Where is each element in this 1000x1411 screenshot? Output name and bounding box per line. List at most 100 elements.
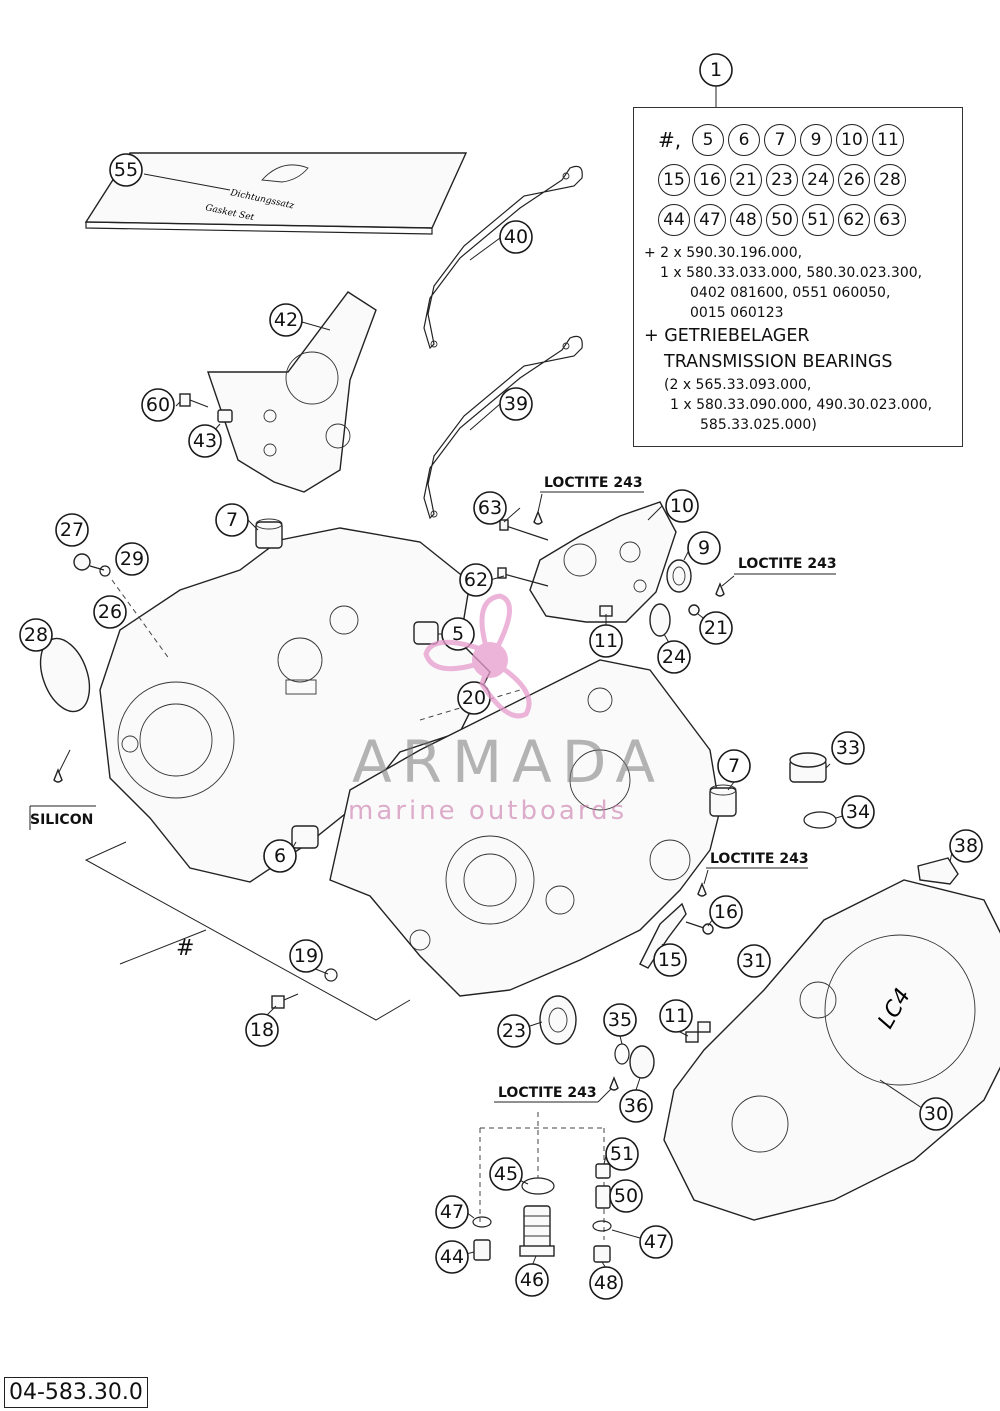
dowel-11-lower bbox=[685, 1021, 711, 1043]
bushing-7-upper bbox=[255, 518, 283, 549]
callout-11-upper: 11 bbox=[589, 624, 623, 658]
svg-text:28: 28 bbox=[24, 624, 48, 646]
kit-callout: 28 bbox=[874, 164, 906, 196]
callout-11-lower: 11 bbox=[659, 999, 693, 1033]
watermark-subtitle: marine outboards bbox=[348, 796, 628, 826]
kit-callout: 6 bbox=[728, 124, 760, 156]
bearing-23 bbox=[539, 995, 577, 1045]
svg-text:40: 40 bbox=[504, 226, 528, 248]
svg-text:20: 20 bbox=[462, 687, 486, 709]
gasket-40 bbox=[423, 165, 583, 350]
callout-31: 31 bbox=[737, 944, 771, 978]
svg-text:6: 6 bbox=[274, 845, 286, 867]
bracket-38 bbox=[917, 857, 959, 885]
svg-text:45: 45 bbox=[494, 1163, 518, 1185]
silicon-label: SILICON bbox=[30, 812, 94, 828]
svg-text:51: 51 bbox=[610, 1143, 634, 1165]
seal-ring-19 bbox=[324, 968, 338, 982]
kit-contents-box: #, 5 6 7 9 10 11 15 16 21 23 24 26 28 44… bbox=[633, 107, 963, 447]
callout-7-lower: 7 bbox=[717, 749, 751, 783]
svg-text:63: 63 bbox=[478, 497, 502, 519]
svg-text:55: 55 bbox=[114, 159, 138, 181]
svg-text:27: 27 bbox=[60, 519, 84, 541]
clutch-cover-30: LC4 bbox=[663, 879, 1000, 1221]
svg-text:36: 36 bbox=[624, 1095, 648, 1117]
kit-callout: 26 bbox=[838, 164, 870, 196]
seal-ring-47-left bbox=[472, 1216, 492, 1228]
sleeve-51 bbox=[595, 1163, 611, 1179]
kit-row-3: 44 47 48 50 51 62 63 bbox=[658, 200, 960, 240]
o-ring-45 bbox=[521, 1177, 555, 1195]
callout-35: 35 bbox=[603, 1003, 637, 1037]
callout-9: 9 bbox=[687, 531, 721, 565]
label-leaders bbox=[29, 491, 836, 1103]
callout-43: 43 bbox=[188, 424, 222, 458]
kit-hash-prefix: #, bbox=[658, 128, 682, 152]
svg-text:39: 39 bbox=[504, 393, 528, 415]
svg-text:24: 24 bbox=[662, 646, 686, 668]
callout-36: 36 bbox=[619, 1089, 653, 1123]
svg-text:35: 35 bbox=[608, 1009, 632, 1031]
svg-text:46: 46 bbox=[520, 1269, 544, 1291]
kit-callout: 62 bbox=[838, 204, 870, 236]
callout-44: 44 bbox=[435, 1240, 469, 1274]
kit-callout: 7 bbox=[764, 124, 796, 156]
callout-29: 29 bbox=[115, 542, 149, 576]
kit-note: 585.33.025.000) bbox=[700, 417, 817, 433]
kit-note: 0015 060123 bbox=[690, 305, 784, 321]
callouts: 55 40 42 39 60 43 27 7 29 26 28 63 10 9 … bbox=[19, 53, 983, 1300]
svg-text:42: 42 bbox=[274, 309, 298, 331]
seal-ring-47-right bbox=[592, 1220, 612, 1232]
svg-text:7: 7 bbox=[728, 755, 740, 777]
callout-45: 45 bbox=[489, 1157, 523, 1191]
kit-note: (2 x 565.33.093.000, bbox=[664, 377, 812, 393]
svg-text:43: 43 bbox=[193, 430, 217, 452]
kit-row-1: #, 5 6 7 9 10 11 bbox=[658, 120, 960, 160]
svg-text:15: 15 bbox=[658, 949, 682, 971]
callout-34: 34 bbox=[841, 795, 875, 829]
svg-text:62: 62 bbox=[464, 569, 488, 591]
screw-63 bbox=[499, 519, 549, 541]
callout-26: 26 bbox=[93, 595, 127, 629]
guide-15 bbox=[639, 902, 687, 969]
svg-text:31: 31 bbox=[742, 950, 766, 972]
bushing-5 bbox=[413, 621, 439, 645]
callout-62: 62 bbox=[459, 563, 493, 597]
callout-60: 60 bbox=[141, 388, 175, 422]
screw-16 bbox=[685, 921, 714, 935]
kit-note: + GETRIEBELAGER bbox=[644, 326, 810, 346]
callout-15: 15 bbox=[653, 943, 687, 977]
kit-callout: 51 bbox=[802, 204, 834, 236]
svg-text:33: 33 bbox=[836, 737, 860, 759]
callout-46: 46 bbox=[515, 1263, 549, 1297]
svg-text:44: 44 bbox=[440, 1246, 464, 1268]
gasket-set-sheet: Dichtungssatz Gasket Set bbox=[84, 152, 468, 235]
seal-24 bbox=[649, 603, 671, 637]
cover-42 bbox=[207, 291, 377, 493]
sleeve-43 bbox=[217, 409, 233, 423]
kit-callout: 63 bbox=[874, 204, 906, 236]
svg-text:26: 26 bbox=[98, 601, 122, 623]
callout-28: 28 bbox=[19, 618, 53, 652]
plug-18 bbox=[271, 993, 299, 1009]
kit-callout: 24 bbox=[802, 164, 834, 196]
callout-47-left: 47 bbox=[435, 1195, 469, 1229]
drain-plug-44 bbox=[473, 1239, 491, 1261]
kit-callout: 9 bbox=[800, 124, 832, 156]
plug-48 bbox=[593, 1245, 611, 1263]
bushing-6 bbox=[291, 825, 319, 849]
callout-10: 10 bbox=[665, 489, 699, 523]
gasket-39 bbox=[423, 335, 583, 520]
svg-text:23: 23 bbox=[502, 1020, 526, 1042]
kit-callout: 11 bbox=[872, 124, 904, 156]
callout-63: 63 bbox=[473, 491, 507, 525]
svg-text:18: 18 bbox=[250, 1019, 274, 1041]
screw-62 bbox=[497, 567, 549, 587]
svg-text:11: 11 bbox=[594, 630, 618, 652]
svg-text:34: 34 bbox=[846, 801, 870, 823]
oil-screen-46 bbox=[519, 1205, 555, 1257]
svg-text:29: 29 bbox=[120, 548, 144, 570]
screen-plug-27 bbox=[73, 553, 105, 571]
svg-text:47: 47 bbox=[440, 1201, 464, 1223]
bushing-7-lower bbox=[709, 784, 737, 817]
